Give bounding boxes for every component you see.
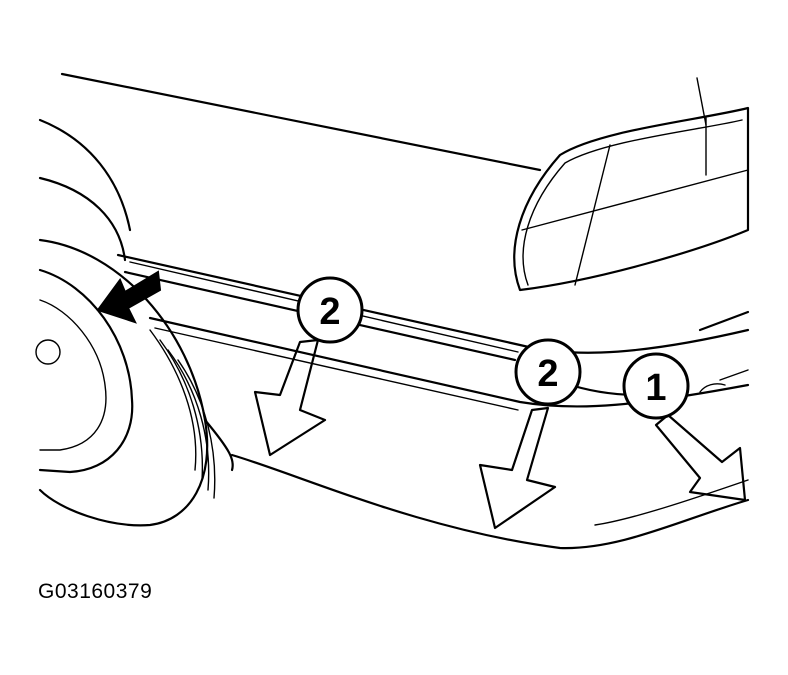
callout-2-left: 2 [296,276,364,344]
figure-code: G03160379 [38,580,153,603]
callout-2-right: 2 [514,338,582,406]
car-body-outline [38,72,707,262]
callout-2-left-label: 2 [319,291,340,333]
callout-1: 1 [622,352,690,420]
tail-light [513,106,750,292]
callout-1-label: 1 [645,367,666,409]
callout-2-right-label: 2 [537,353,558,395]
direction-arrows [253,338,747,530]
rear-wheel [35,238,234,527]
solid-pointer-arrow [96,270,162,324]
